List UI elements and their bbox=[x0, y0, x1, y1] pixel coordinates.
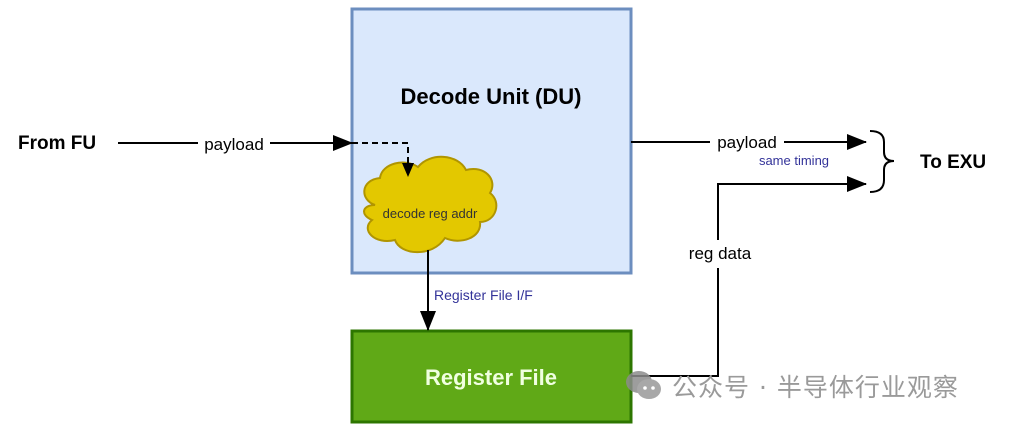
reg-data-edge-lower bbox=[631, 268, 719, 377]
register-file-title: Register File bbox=[425, 365, 557, 390]
same-timing-note: same timing bbox=[759, 153, 829, 168]
source-label-from-fu: From FU bbox=[18, 133, 96, 154]
wechat-icon bbox=[624, 369, 664, 403]
register-file-if-label: Register File I/F bbox=[434, 287, 533, 303]
decode-unit-title: Decode Unit (DU) bbox=[401, 84, 582, 109]
watermark: 公众号 · 半导体行业观察 bbox=[624, 366, 959, 406]
destination-label-to-exu: To EXU bbox=[920, 152, 986, 173]
cloud-label: decode reg addr bbox=[383, 206, 478, 221]
input-payload-label: payload bbox=[204, 135, 264, 154]
grouping-brace bbox=[869, 130, 895, 193]
watermark-text: 公众号 · 半导体行业观察 bbox=[672, 373, 959, 402]
reg-data-label: reg data bbox=[689, 244, 752, 263]
decode-reg-addr-cloud bbox=[363, 155, 498, 254]
internal-dashed-arrow bbox=[352, 142, 414, 177]
reg-data-arrow bbox=[717, 176, 867, 240]
register-file-box bbox=[350, 329, 633, 424]
output-payload-label: payload bbox=[717, 133, 777, 152]
